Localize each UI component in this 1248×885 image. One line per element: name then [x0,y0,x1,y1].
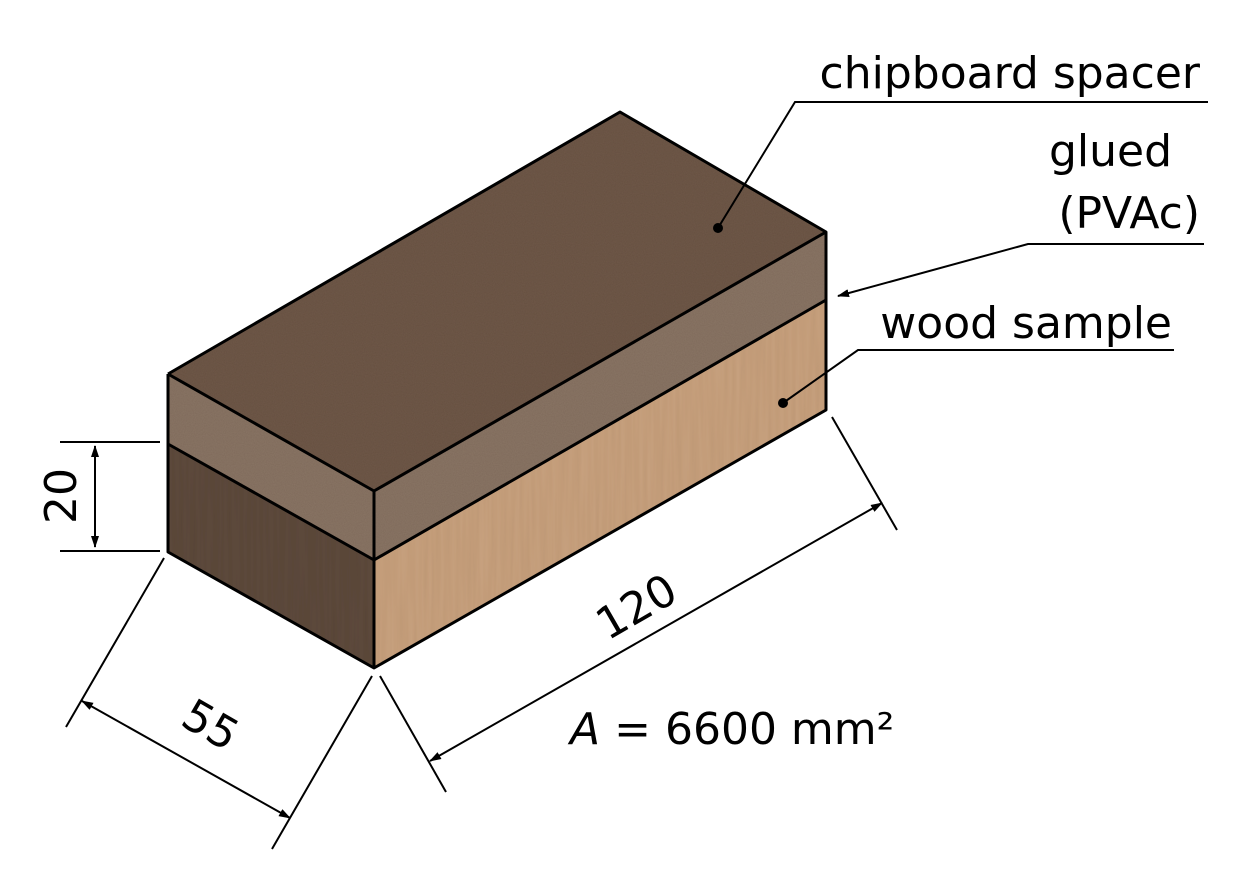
glue-leader [837,243,1204,297]
block-outline [166,110,828,670]
length-dimension [379,416,898,793]
chipboard-leader [713,101,1208,233]
chipboard-left-face [168,374,374,560]
chipboard-label: chipboard spacer [820,48,1201,99]
area-symbol: A [567,704,600,755]
length-value: 120 [588,564,686,650]
specimen-block [166,110,828,670]
height-value: 20 [36,468,87,524]
area-value: = 6600 mm² [614,704,894,755]
area-annotation: A = 6600 mm² [567,704,894,755]
wood-label: wood sample [880,298,1172,349]
width-dimension [65,557,373,850]
height-dimension [60,441,160,552]
pvac-label: (PVAc) [1058,188,1200,239]
wood-left-face [168,444,374,668]
glue-line [167,298,827,562]
chipboard-front-face [374,232,826,560]
glued-label: glued [1049,126,1172,177]
width-value: 55 [173,689,247,761]
chipboard-top-face [168,112,826,491]
wood-leader [778,349,1174,408]
